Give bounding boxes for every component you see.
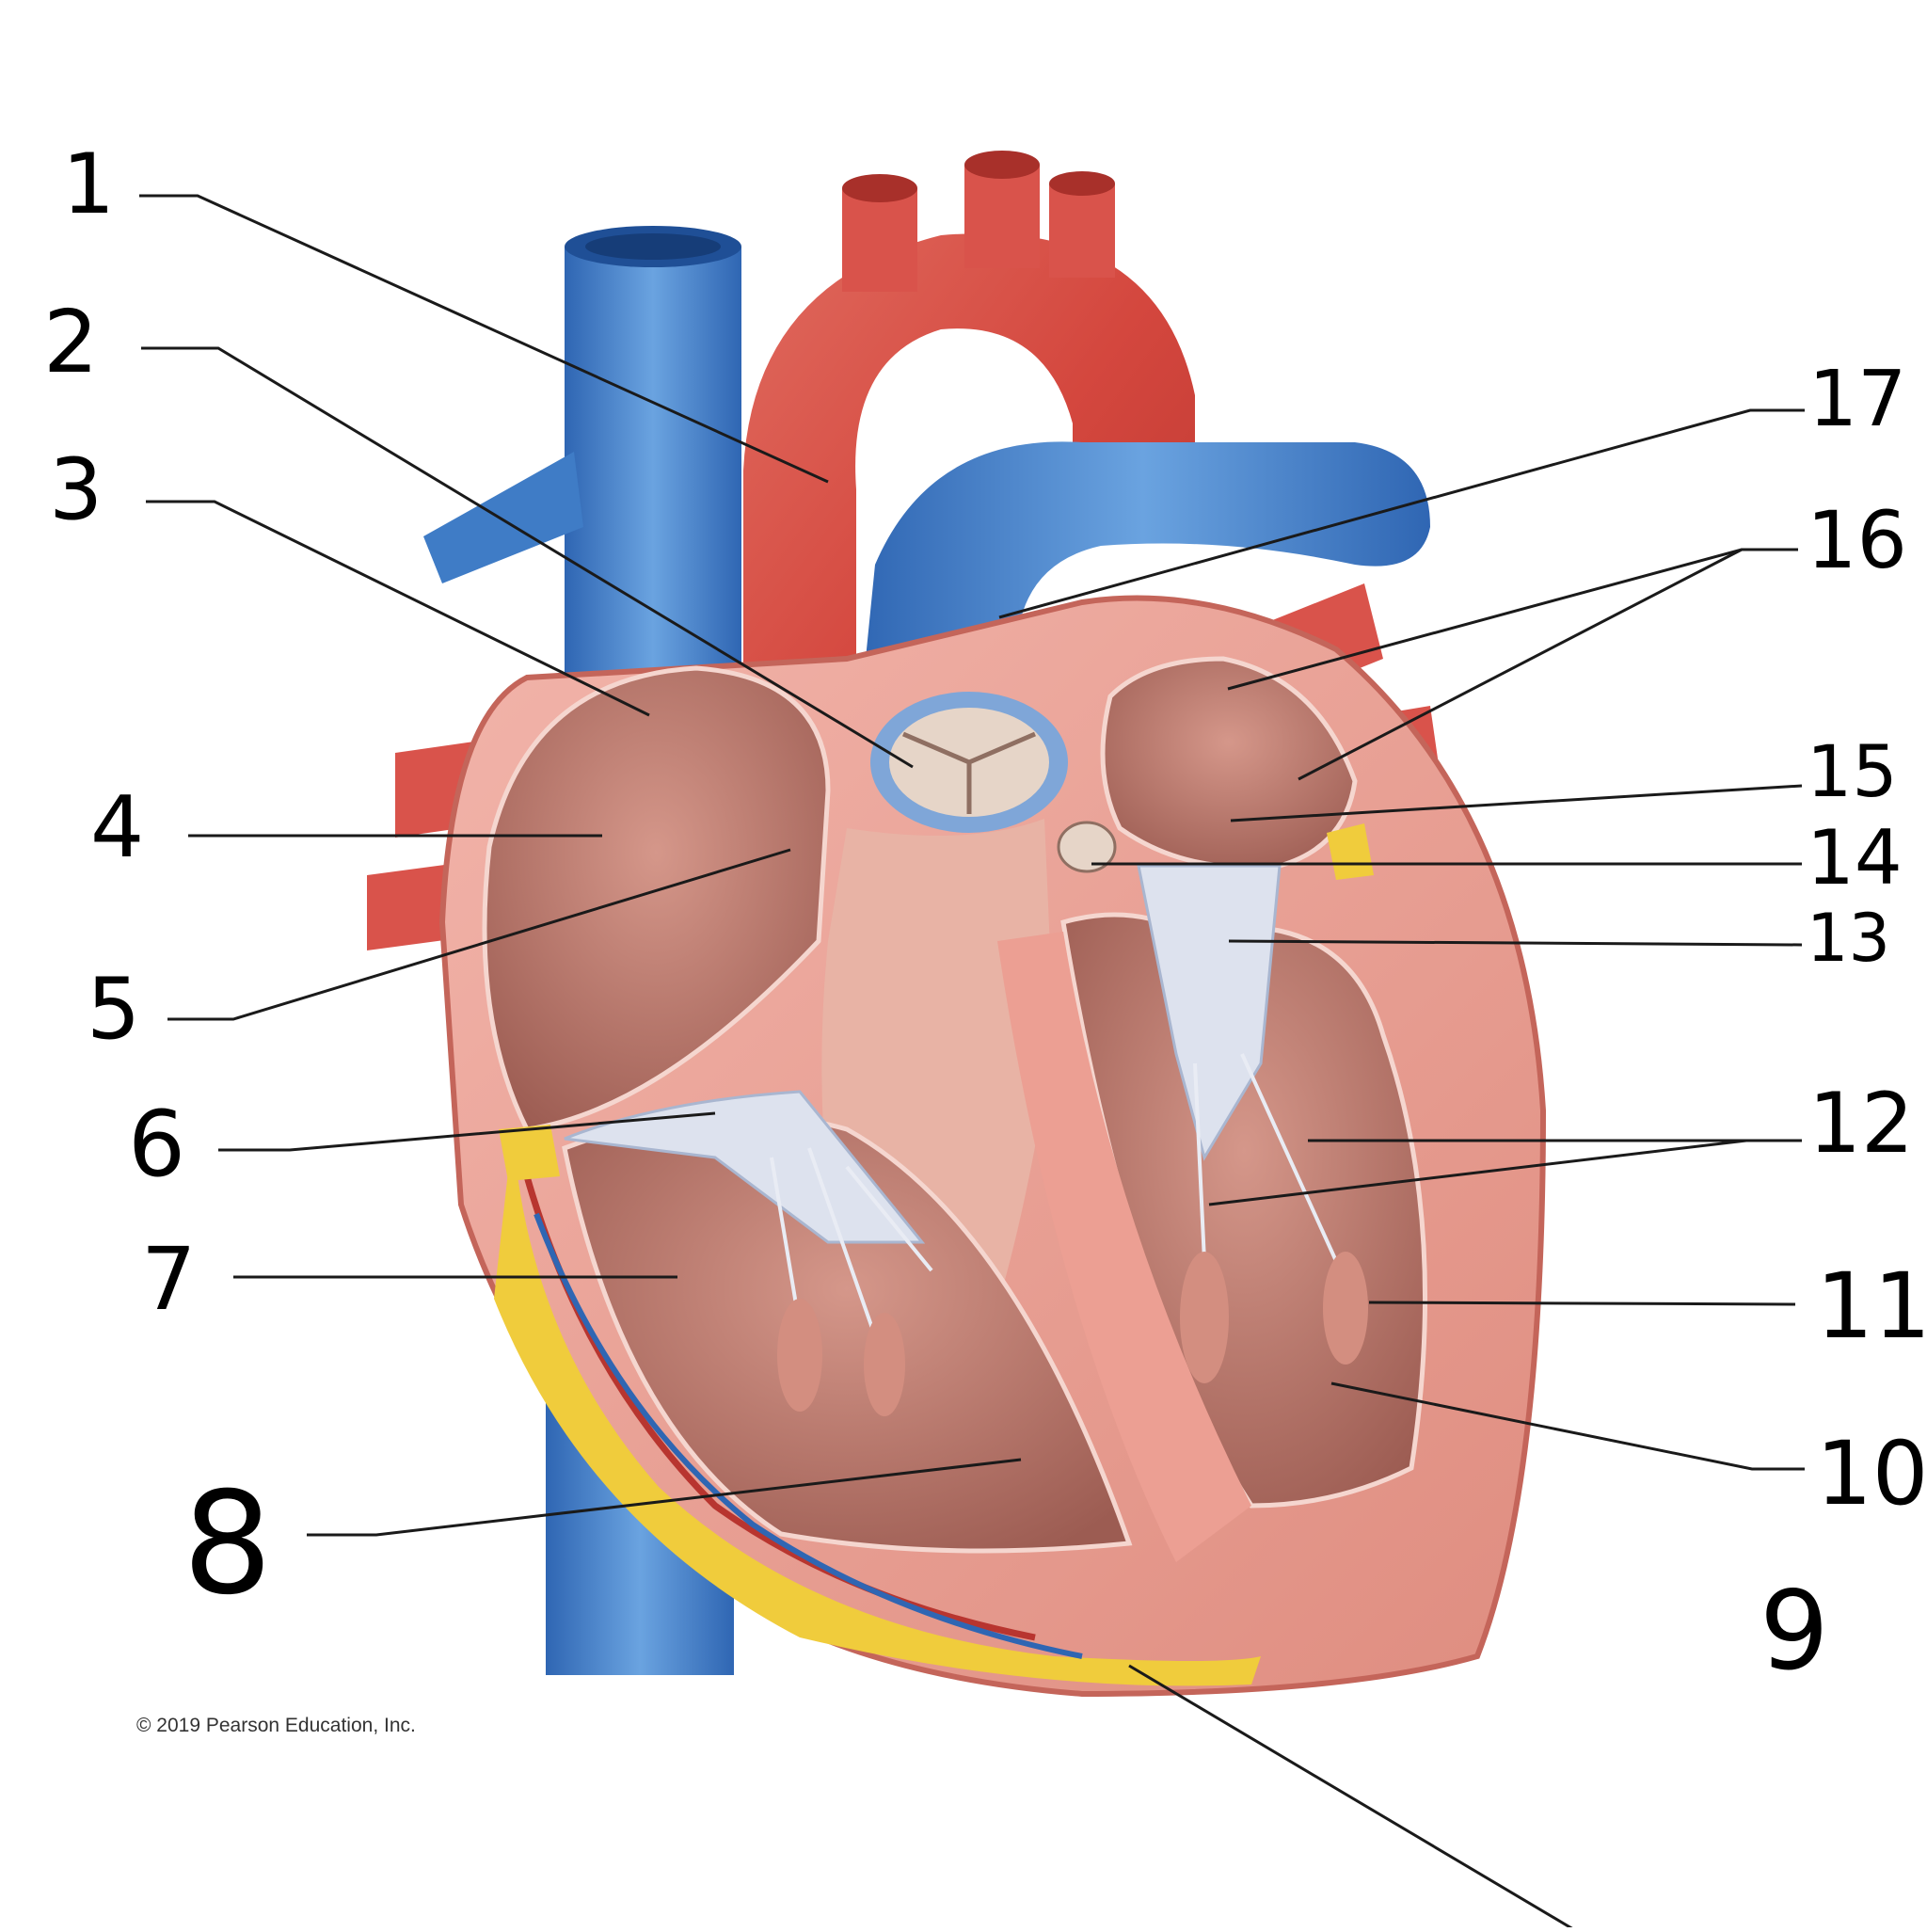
mitral-valve <box>1137 864 1282 1161</box>
leader-line-17 <box>998 408 1805 619</box>
leader-lines <box>139 194 1805 1932</box>
leader-line-15 <box>1230 784 1803 822</box>
fat-deposit-right <box>499 1125 560 1181</box>
leader-line-9 <box>1128 1664 1581 1932</box>
label-2: 2 <box>43 292 99 392</box>
copyright-notice: © 2019 Pearson Education, Inc. <box>136 1715 416 1736</box>
label-8: 8 <box>183 1462 273 1626</box>
label-13: 13 <box>1807 900 1891 977</box>
label-1: 1 <box>62 136 115 232</box>
superior-vena-cava <box>565 226 741 698</box>
label-6: 6 <box>128 1092 186 1197</box>
right-atrium <box>482 665 831 1132</box>
label-17: 17 <box>1808 355 1907 444</box>
label-9: 9 <box>1760 1568 1829 1695</box>
coronary-sulcus <box>494 1129 1261 1686</box>
leader-line-11 <box>1368 1301 1796 1306</box>
label-10: 10 <box>1816 1423 1927 1525</box>
label-3: 3 <box>49 440 104 539</box>
label-14: 14 <box>1807 814 1903 902</box>
leader-line-6 <box>218 1111 716 1152</box>
label-15: 15 <box>1807 729 1898 813</box>
leader-line-16b <box>1298 548 1743 781</box>
tricuspid-valve <box>564 1090 926 1244</box>
papillary-muscles <box>777 1252 1368 1416</box>
label-5: 5 <box>87 960 141 1059</box>
interventricular-septum <box>997 932 1251 1562</box>
label-4: 4 <box>90 778 145 877</box>
pulmonary-semilunar-valve <box>1057 821 1117 873</box>
leader-line-2 <box>141 346 914 769</box>
label-7: 7 <box>141 1229 197 1330</box>
chordae-tendineae <box>770 1053 1338 1337</box>
label-11: 11 <box>1816 1253 1927 1359</box>
leader-line-8 <box>307 1458 1022 1537</box>
leader-line-3 <box>146 500 650 717</box>
leader-line-1 <box>139 194 829 484</box>
leader-line-5 <box>167 848 791 1021</box>
label-16: 16 <box>1807 494 1907 586</box>
aortic-semilunar-valve <box>870 692 1068 833</box>
leader-line-12b <box>1208 1139 1747 1206</box>
vein-branch-left <box>423 452 583 583</box>
fat-deposit-left <box>1327 823 1374 880</box>
leader-line-13 <box>1228 939 1803 947</box>
leader-line-10 <box>1330 1381 1805 1471</box>
label-12: 12 <box>1808 1075 1914 1172</box>
